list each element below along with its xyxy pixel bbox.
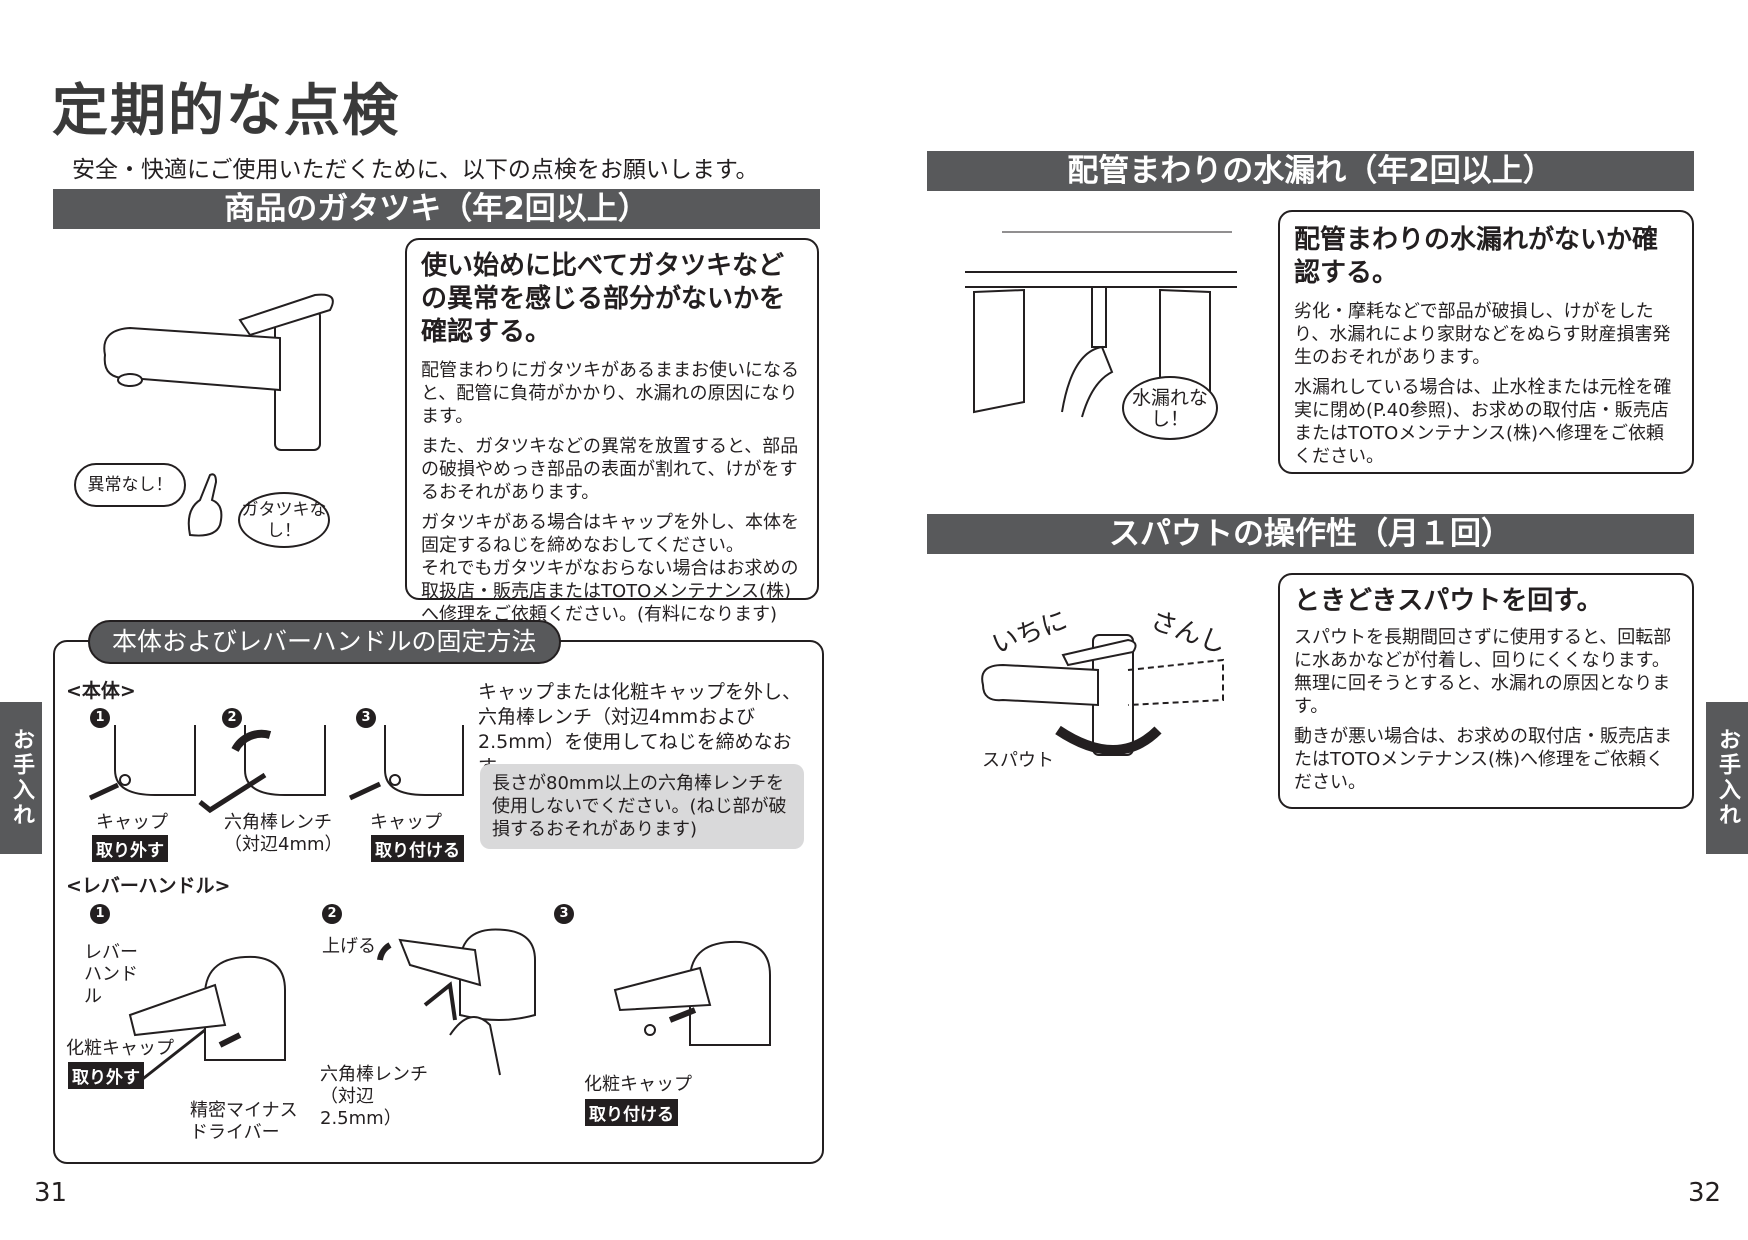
side-tab-care: お手入れ (0, 702, 42, 854)
fixing-method-header: 本体およびレバーハンドルの固定方法 (88, 620, 561, 664)
leak-section-header: 配管まわりの水漏れ（年2回以上） (927, 151, 1694, 191)
decorative-cap-label: 化粧キャップ (584, 1074, 692, 1095)
spout-box-title: ときどきスパウトを回す。 (1294, 586, 1603, 616)
lever-handle-label: <レバーハンドル> (66, 875, 231, 897)
step-number: 2 (222, 708, 242, 728)
step-number: 2 (322, 904, 342, 924)
lever-step1-illustration (128, 955, 286, 1087)
faucet-illustration (103, 293, 334, 451)
spout-rotation-illustration (981, 634, 1224, 756)
step-number: 3 (356, 708, 376, 728)
body-step1-illustration (88, 725, 196, 801)
spout-section-header: スパウトの操作性（月１回） (927, 514, 1694, 554)
body-step3-illustration (348, 725, 464, 801)
spout-label: スパウト (982, 750, 1054, 771)
hand-icon (187, 473, 223, 537)
wrench-length-warning: 長さが80mm以上の六角棒レンチを使用しないでください。(ねじ部が破損するおそれ… (480, 764, 804, 849)
rattle-check-box: 使い始めに比べてガタツキなどの異常を感じる部分がないかを確認する。 配管まわりに… (405, 238, 819, 625)
remove-tag: 取り外す (92, 835, 168, 862)
intro-text: 安全・快適にご使用いただくために、以下の点検をお願いします。 (72, 157, 759, 183)
attach-tag: 取り付ける (371, 835, 464, 862)
step-number: 1 (90, 904, 110, 924)
lever-step3-illustration (613, 940, 771, 1046)
hex-wrench-2.5mm-label: 六角棒レンチ（対辺2.5mm） (320, 1064, 428, 1129)
spout-paragraph: 動きが悪い場合は、お求めの取付店・販売店またはTOTOメンテナンス(株)へ修理を… (1294, 726, 1672, 793)
rattle-box-title: 使い始めに比べてガタツキなどの異常を感じる部分がないかを確認する。 (421, 251, 786, 347)
cap-label: キャップ (370, 812, 442, 833)
leak-paragraph: 水漏れしている場合は、止水栓または元栓を確実に閉め(P.40参照)、お求めの取付… (1294, 377, 1672, 467)
remove-tag: 取り外す (68, 1062, 144, 1089)
decorative-cap-label: 化粧キャップ (66, 1038, 174, 1059)
rattle-paragraph: ガタツキがある場合はキャップを外し、本体を固定するねじを締めなおしてください。 (421, 512, 799, 556)
raise-label: 上げる (322, 936, 376, 957)
body-step2-illustration (198, 725, 326, 814)
side-tab-care: お手入れ (1706, 702, 1748, 854)
page-number: 31 (34, 1178, 68, 1208)
leak-box-text: 劣化・摩耗などで部品が破損し、けがをしたり、水漏れにより家財などをぬらす財産損害… (1294, 300, 1678, 468)
rattle-paragraph: 配管まわりにガタツキがあるままお使いになると、配管に負荷がかかり、水漏れの原因に… (421, 360, 799, 427)
attach-tag: 取り付ける (585, 1099, 678, 1126)
leak-paragraph: 劣化・摩耗などで部品が破損し、けがをしたり、水漏れにより家財などをぬらす財産損害… (1294, 301, 1671, 368)
lever-handle-name: レバーハンドル (84, 942, 138, 1007)
step-number: 3 (554, 904, 574, 924)
leak-check-box: 配管まわりの水漏れがないか確認する。 劣化・摩耗などで部品が破損し、けがをしたり… (1278, 210, 1694, 474)
rattle-box-text: 配管まわりにガタツキがあるままお使いになると、配管に負荷がかかり、水漏れの原因に… (421, 359, 803, 626)
lever-step2-illustration (377, 928, 536, 1076)
rattle-section-header: 商品のガタツキ（年2回以上） (53, 189, 820, 229)
rattle-paragraph: また、ガタツキなどの異常を放置すると、部品の破損やめっき部品の表面が割れて、けが… (421, 436, 799, 503)
bubble-no-rattle: ガタツキなし！ (238, 492, 330, 548)
bubble-no-abnormality: 異常なし！ (74, 463, 186, 507)
bubble-no-leak: 水漏れなし！ (1122, 376, 1218, 440)
spout-box-text: スパウトを長期間回さずに使用すると、回転部に水あかなどが付着し、回りにくくなりま… (1294, 626, 1678, 794)
cap-label: キャップ (96, 812, 168, 833)
precision-screwdriver-label: 精密マイナスドライバー (190, 1100, 298, 1143)
spout-paragraph: スパウトを長期間回さずに使用すると、回転部に水あかなどが付着し、回りにくくなりま… (1294, 627, 1672, 717)
page-number: 32 (1688, 1178, 1722, 1208)
fixing-instruction: キャップまたは化粧キャップを外し、六角棒レンチ（対辺4mmおよび2.5mm）を使… (478, 681, 802, 778)
body-label: <本体> (66, 680, 136, 702)
hex-wrench-4mm-label: 六角棒レンチ（対辺4mm） (224, 812, 343, 855)
rattle-paragraph: それでもガタツキがなおらない場合はお求めの取扱店・販売店またはTOTOメンテナン… (421, 558, 799, 625)
page-title: 定期的な点検 (52, 79, 400, 144)
spout-check-box: ときどきスパウトを回す。 スパウトを長期間回さずに使用すると、回転部に水あかなど… (1278, 573, 1694, 809)
leak-box-title: 配管まわりの水漏れがないか確認する。 (1294, 225, 1659, 288)
step-number: 1 (90, 708, 110, 728)
